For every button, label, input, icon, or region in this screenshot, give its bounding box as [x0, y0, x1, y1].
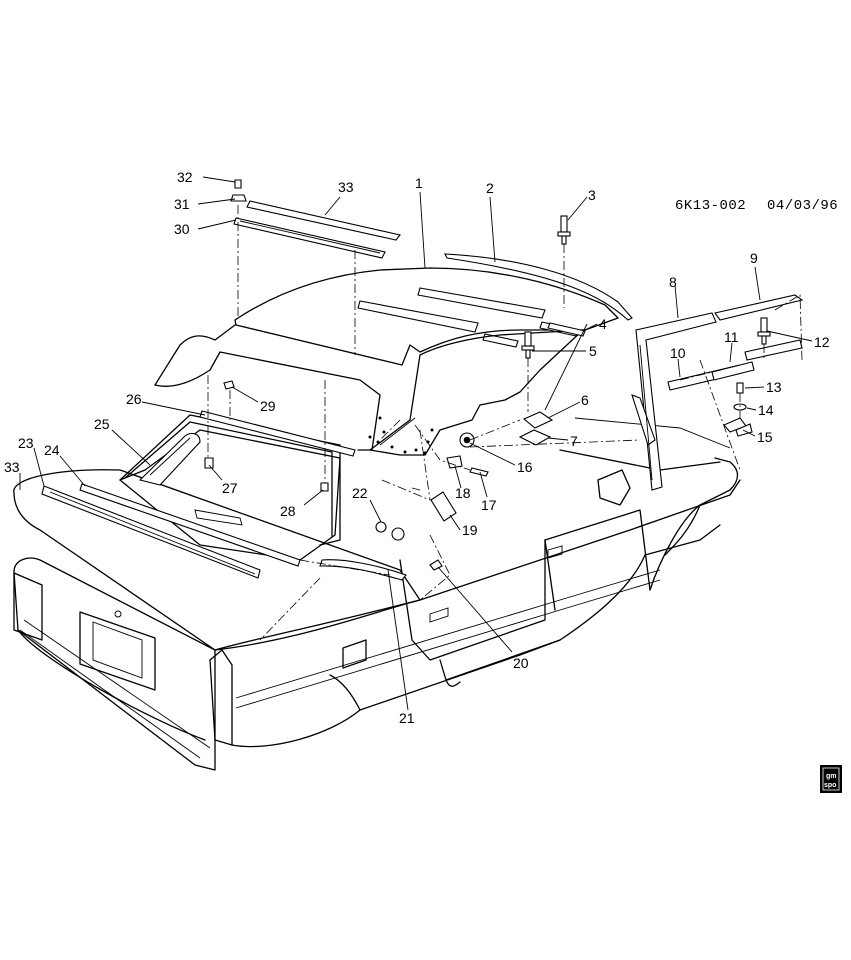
part-33-top-moulding [233, 200, 401, 259]
callout-33-top: 33 [338, 179, 354, 195]
part-22-nut [375, 521, 405, 541]
callout-6: 6 [581, 392, 589, 408]
callout-4: 4 [599, 316, 607, 332]
part-2-drip-moulding [444, 253, 633, 321]
callout-22: 22 [352, 485, 368, 501]
callout-23: 23 [18, 435, 34, 451]
callout-14: 14 [758, 402, 774, 418]
callout-20: 20 [513, 655, 529, 671]
callout-32: 32 [177, 169, 193, 185]
callout-8: 8 [669, 274, 677, 290]
callout-7: 7 [570, 433, 578, 449]
part-27-28-29-fasteners [204, 380, 329, 492]
part-16-grommet [459, 432, 475, 448]
callout-30: 30 [174, 221, 190, 237]
callout-21: 21 [399, 710, 415, 726]
callout-31: 31 [174, 196, 190, 212]
diagram-header: 6K13-002 04/03/96 [675, 198, 838, 214]
part-3-clip [557, 215, 571, 245]
callouts: 1 2 3 4 5 6 7 8 9 10 11 12 13 14 15 16 1… [4, 169, 830, 726]
callout-15: 15 [757, 429, 773, 445]
callout-1: 1 [415, 175, 423, 191]
part-4-moulding [547, 322, 586, 337]
part-23-24-rear-moulding [41, 483, 301, 579]
callout-28: 28 [280, 503, 296, 519]
part-18-clip [446, 455, 463, 469]
logo-line2: spo [824, 782, 836, 789]
car-body [13, 417, 741, 771]
part-26-reveal [199, 410, 356, 457]
callout-12: 12 [814, 334, 830, 350]
callout-11: 11 [724, 329, 739, 345]
callout-18: 18 [455, 485, 471, 501]
part-13-14-15-fasteners [723, 382, 753, 437]
part-30-31-32-stud [230, 179, 247, 202]
callout-10: 10 [670, 345, 686, 361]
part-20-plug [429, 559, 443, 571]
callout-2: 2 [486, 180, 494, 196]
logo-line1: gm [826, 773, 837, 780]
part-10-11-moulding [667, 339, 803, 391]
callout-33-rear: 33 [4, 459, 20, 475]
gm-spo-logo: gm spo [820, 765, 842, 793]
callout-9: 9 [750, 250, 758, 266]
part-21-lower-moulding [319, 559, 407, 581]
part-6-7-brackets [518, 411, 554, 446]
callout-24: 24 [44, 442, 60, 458]
callout-16: 16 [517, 459, 533, 475]
callout-5: 5 [589, 343, 597, 359]
diagram-ref: 6K13-002 [675, 198, 746, 214]
callout-3: 3 [588, 187, 596, 203]
callout-13: 13 [766, 379, 782, 395]
part-19-pad [430, 491, 457, 522]
callout-26: 26 [126, 391, 142, 407]
part-25-seal [138, 432, 201, 486]
callout-25: 25 [94, 416, 110, 432]
part-8-9-pillar-moulding [631, 294, 804, 491]
part-5-clip [521, 331, 535, 359]
callout-17: 17 [481, 497, 497, 513]
leader-lines [19, 176, 813, 711]
callout-29: 29 [260, 398, 276, 414]
assembly-lines [207, 205, 803, 641]
diagram-date: 04/03/96 [767, 198, 838, 214]
part-17-screw [469, 467, 489, 477]
roof-assembly [119, 267, 619, 561]
callout-27: 27 [222, 480, 238, 496]
callout-19: 19 [462, 522, 478, 538]
